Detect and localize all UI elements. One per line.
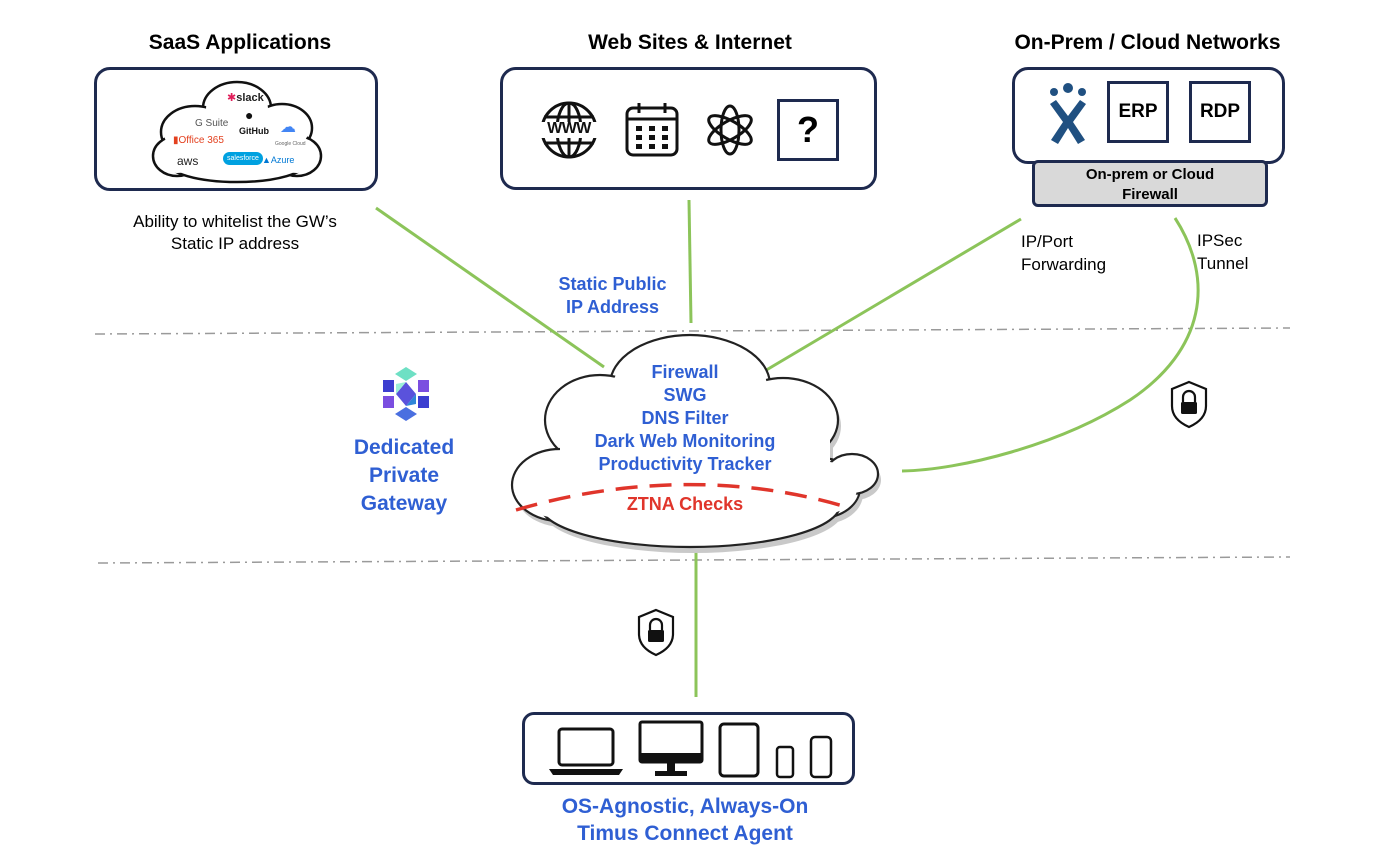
slack-icon: ✱ <box>227 92 237 104</box>
firewall-label-line: Firewall <box>1122 186 1178 203</box>
service-swg: SWG <box>663 385 707 405</box>
agent-label-line: OS-Agnostic, Always-On <box>561 795 809 818</box>
ztna-label: ZTNA Checks <box>626 494 744 514</box>
heading-onprem: On-Prem / Cloud Networks <box>1014 31 1281 54</box>
office-icon: ▮ <box>173 135 179 146</box>
erp-label: ERP <box>1118 101 1158 122</box>
agent-label: OS-Agnostic, Always-On Timus Connect Age… <box>510 793 860 847</box>
firewall-bar: On-prem or Cloud Firewall <box>1032 160 1268 207</box>
gateway-label-line: Dedicated <box>353 436 455 459</box>
cloud-services-list: Firewall SWG DNS Filter Dark Web Monitor… <box>560 361 810 476</box>
question-mark: ? <box>797 109 819 150</box>
ipsec-label: IPSec Tunnel <box>1197 229 1248 275</box>
globe-www-icon <box>539 101 599 159</box>
onprem-box: ERP RDP <box>1012 67 1285 164</box>
phone-large-icon <box>809 735 833 779</box>
timus-logo-icon <box>383 367 429 421</box>
link-ip-port <box>762 217 1022 374</box>
static-ip-line: IP Address <box>565 297 660 317</box>
firewall-label-line: On-prem or Cloud <box>1085 166 1215 183</box>
lock-shield-icon <box>637 608 675 657</box>
service-dark-web-monitoring: Dark Web Monitoring <box>594 431 776 451</box>
monitor-icon <box>638 720 704 776</box>
divider-bottom <box>97 556 1291 564</box>
link-web <box>687 199 693 324</box>
azure-logo: ▲Azure <box>262 155 295 165</box>
service-productivity-tracker: Productivity Tracker <box>598 454 772 474</box>
rdp-label: RDP <box>1199 101 1241 122</box>
tablet-icon <box>718 722 760 778</box>
github-logo: GitHub <box>239 126 269 136</box>
erp-icon: ERP <box>1107 81 1169 143</box>
ztna-arc <box>515 482 844 512</box>
gateway-label: Dedicated Private Gateway <box>334 434 474 518</box>
heading-saas: SaaS Applications <box>148 31 332 54</box>
divider-top <box>94 327 1291 335</box>
azure-icon: ▲ <box>262 155 271 165</box>
ipsec-line: IPSec <box>1197 231 1243 250</box>
service-dns-filter: DNS Filter <box>641 408 729 428</box>
heading-web: Web Sites & Internet <box>588 31 792 54</box>
aws-logo: aws <box>177 154 199 168</box>
googlecloud-logo: Google Cloud <box>275 141 306 147</box>
gateway-label-line: Gateway <box>360 492 448 515</box>
googlecloud-icon: ☁ <box>280 119 296 136</box>
unknown-site-icon: ? <box>777 99 839 161</box>
ip-port-label: IP/Port Forwarding <box>1021 230 1106 276</box>
saas-cloud-icon <box>151 80 323 184</box>
web-sites-box: WWW ? <box>500 67 877 190</box>
laptop-icon <box>549 727 623 775</box>
calendar-icon <box>625 103 679 157</box>
service-firewall: Firewall <box>651 362 719 382</box>
static-ip-label: Static Public IP Address <box>530 273 695 319</box>
agent-label-line: Timus Connect Agent <box>577 822 793 845</box>
ip-port-line: Forwarding <box>1021 255 1107 274</box>
phone-icon <box>775 745 795 779</box>
link-saas <box>375 206 605 369</box>
www-text: WWW <box>547 120 591 137</box>
ipsec-line: Tunnel <box>1197 254 1249 273</box>
lock-shield-icon <box>1170 380 1208 429</box>
rdp-icon: RDP <box>1189 81 1251 143</box>
devices-box <box>522 712 855 785</box>
office365-logo: ▮Office 365 <box>173 135 224 146</box>
link-ipsec <box>901 217 1200 473</box>
openai-icon <box>707 104 753 156</box>
gsuite-logo: G Suite <box>195 118 229 129</box>
saas-caption: Ability to whitelist the GW’s Static IP … <box>95 211 375 255</box>
saas-caption-line: Static IP address <box>170 234 300 253</box>
saas-apps-box: ✱slack G Suite ● GitHub ☁ Google Cloud ▮… <box>94 67 378 191</box>
slack-logo: ✱slack <box>227 92 264 104</box>
jira-icon <box>1050 83 1086 144</box>
salesforce-logo: salesforce <box>223 152 263 165</box>
ip-port-line: IP/Port <box>1021 232 1073 251</box>
gateway-label-line: Private <box>368 464 440 487</box>
saas-caption-line: Ability to whitelist the GW’s <box>133 212 337 231</box>
static-ip-line: Static Public <box>558 274 667 294</box>
github-icon: ● <box>245 107 254 123</box>
